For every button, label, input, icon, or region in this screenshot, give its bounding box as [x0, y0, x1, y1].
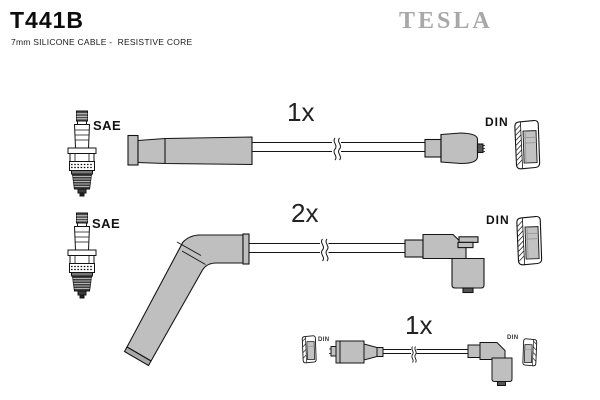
din-connector-icon: [511, 214, 545, 268]
plug-hex: [67, 147, 97, 154]
elbow-boot-down: [491, 357, 513, 382]
plug-insulator: [73, 124, 91, 149]
product-code: T441B: [10, 7, 85, 33]
din-connector-icon: [509, 118, 543, 172]
din-label: DIN: [318, 337, 330, 343]
spark-plug-icon: [65, 212, 99, 300]
brand-logo: TESLA: [399, 7, 493, 35]
break-symbol-icon: [333, 137, 341, 161]
boot-end-rim: [123, 346, 152, 367]
cable-wire: [252, 141, 425, 153]
cross-section-hatch: [515, 124, 523, 166]
cable-straight: [125, 125, 485, 175]
sae-label: SAE: [93, 118, 122, 133]
boot-nipple: [476, 143, 484, 154]
product-subtitle: 7mm SILICONE CABLE - RESISTIVE CORE: [11, 37, 193, 47]
break-symbol-icon: [411, 346, 417, 363]
connector-terminal: [306, 341, 316, 360]
din-connector-icon: [521, 337, 540, 368]
cable-wire: [383, 349, 468, 354]
quantity-label: 1x: [405, 310, 433, 340]
din-label: DIN: [485, 115, 509, 129]
boot-nipple: [462, 287, 474, 294]
din-label: DIN: [507, 335, 519, 341]
cable-wire: [249, 242, 405, 254]
connector-terminal: [523, 344, 533, 363]
cross-section-hatch: [302, 337, 307, 359]
elbow-boot-down: [451, 257, 485, 289]
distributor-boot: [440, 132, 479, 165]
cross-section-hatch: [532, 340, 537, 362]
cable-coil: [328, 336, 518, 388]
coil-plug-contact: [330, 346, 337, 357]
boot-nipple: [497, 381, 506, 386]
boot-rim: [127, 134, 139, 166]
boot-ferrule: [467, 344, 481, 358]
break-symbol-icon: [321, 238, 329, 262]
spark-plug-icon: [65, 110, 99, 198]
angled-plug-boot: [126, 234, 244, 362]
quantity-label: 1x: [287, 97, 315, 127]
boot-ferrule: [404, 239, 424, 258]
plug-boot: [137, 136, 253, 166]
din-connector-icon: [299, 334, 318, 365]
plug-electrode: [79, 192, 85, 197]
elbow-boot-body: [479, 342, 506, 360]
elbow-boot-body: [422, 233, 467, 260]
cross-section-hatch: [517, 220, 525, 262]
din-label: DIN: [486, 213, 510, 227]
connector-terminal: [522, 130, 538, 164]
sae-label: SAE: [92, 216, 121, 231]
cable-angled: [115, 228, 495, 373]
boot-step: [424, 138, 442, 158]
quantity-label: 2x: [291, 198, 319, 228]
connector-terminal: [524, 226, 540, 260]
